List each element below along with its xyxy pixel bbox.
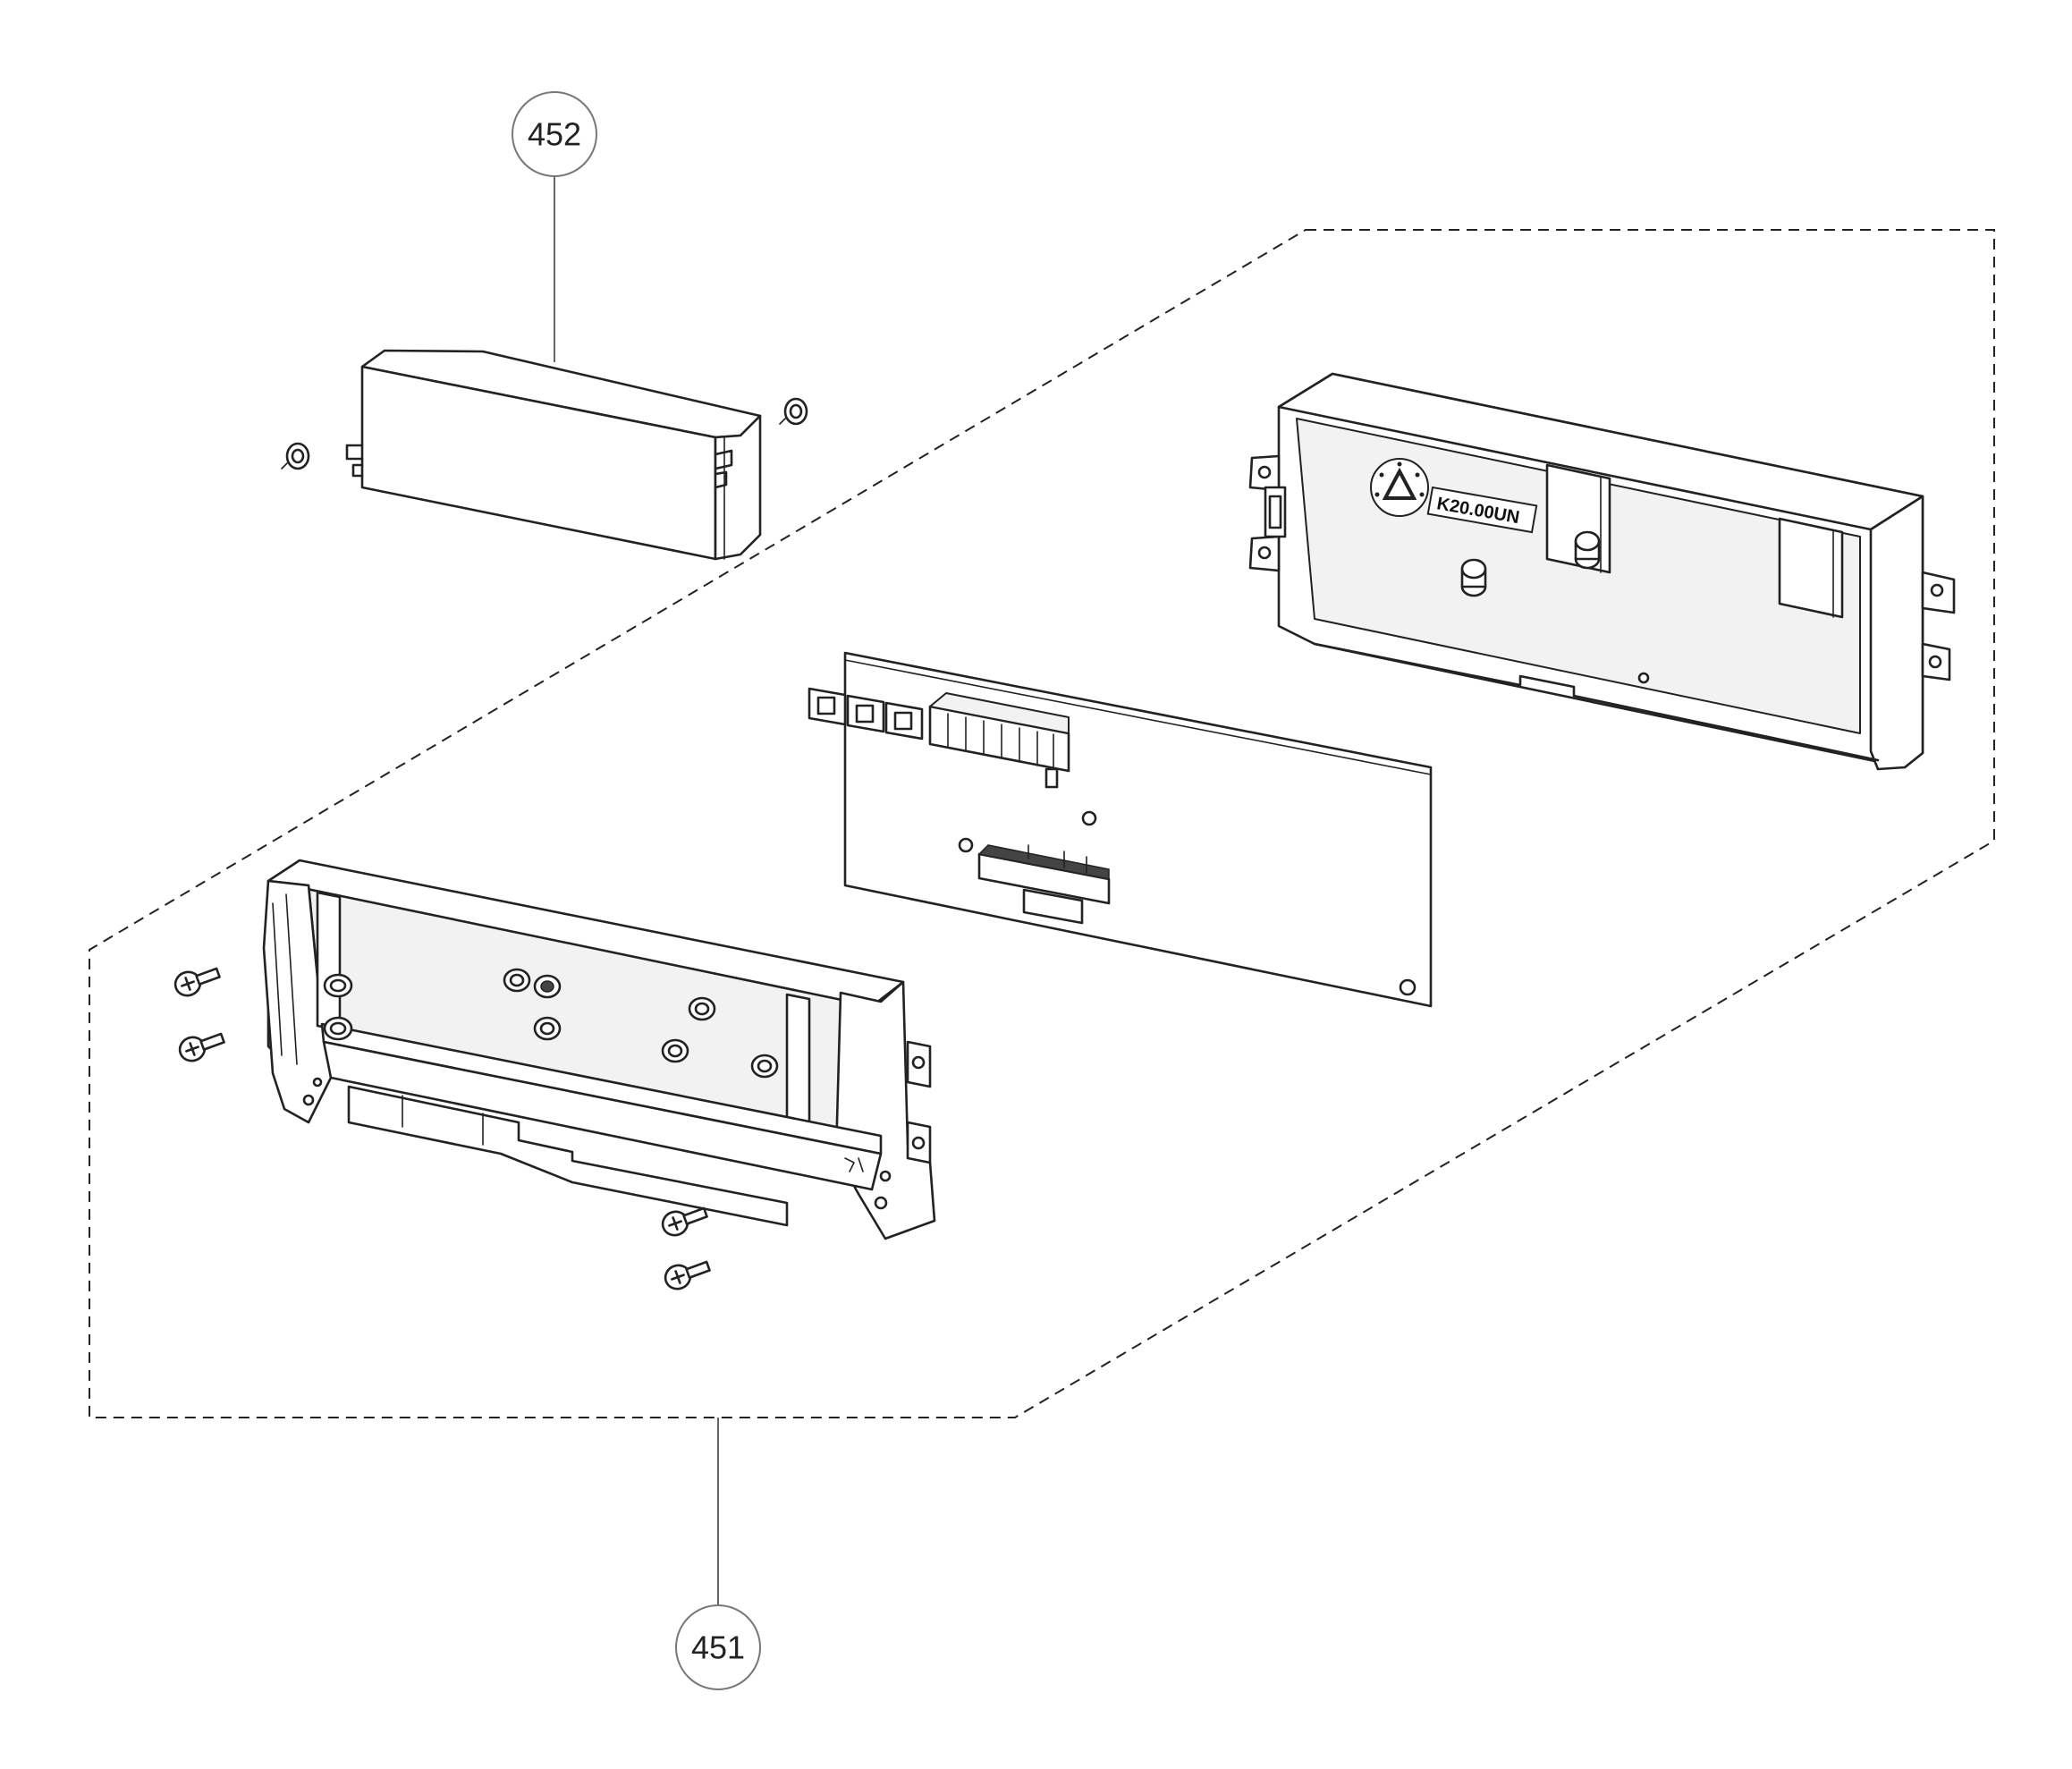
phillips-screw-icon — [173, 967, 221, 997]
frame-boss — [688, 996, 716, 1021]
frame-boss — [503, 968, 531, 993]
callout-451-number: 451 — [691, 1629, 745, 1666]
frame-boss — [323, 1016, 353, 1041]
case-boss — [1574, 530, 1601, 570]
frame-boss — [323, 973, 353, 998]
phillips-screw-icon — [661, 1206, 708, 1237]
frame-boss — [661, 1038, 689, 1063]
callout-451[interactable]: 451 — [675, 1604, 761, 1690]
pin-header — [977, 844, 1111, 925]
recycle-icon — [1370, 458, 1429, 517]
phillips-screw-icon — [664, 1260, 711, 1291]
phillips-screw-icon — [178, 1032, 225, 1062]
frame-boss — [533, 974, 562, 999]
front-frame[interactable] — [262, 859, 936, 1240]
callout-452-number: 452 — [528, 116, 581, 153]
assembly-group-boundary — [89, 229, 1995, 1418]
case-boss — [1460, 558, 1487, 597]
connector-block — [808, 687, 1070, 789]
nut-icon — [779, 397, 808, 426]
frame-boss — [750, 1054, 779, 1079]
case-label-box — [1426, 486, 1538, 534]
nut-icon — [281, 442, 310, 470]
frame-boss — [533, 1016, 562, 1041]
callout-452[interactable]: 452 — [512, 91, 597, 177]
rear-case[interactable]: K20.00UN — [1248, 372, 1956, 771]
circuit-board[interactable] — [808, 651, 1433, 1008]
part-452-module-box[interactable] — [345, 349, 762, 561]
